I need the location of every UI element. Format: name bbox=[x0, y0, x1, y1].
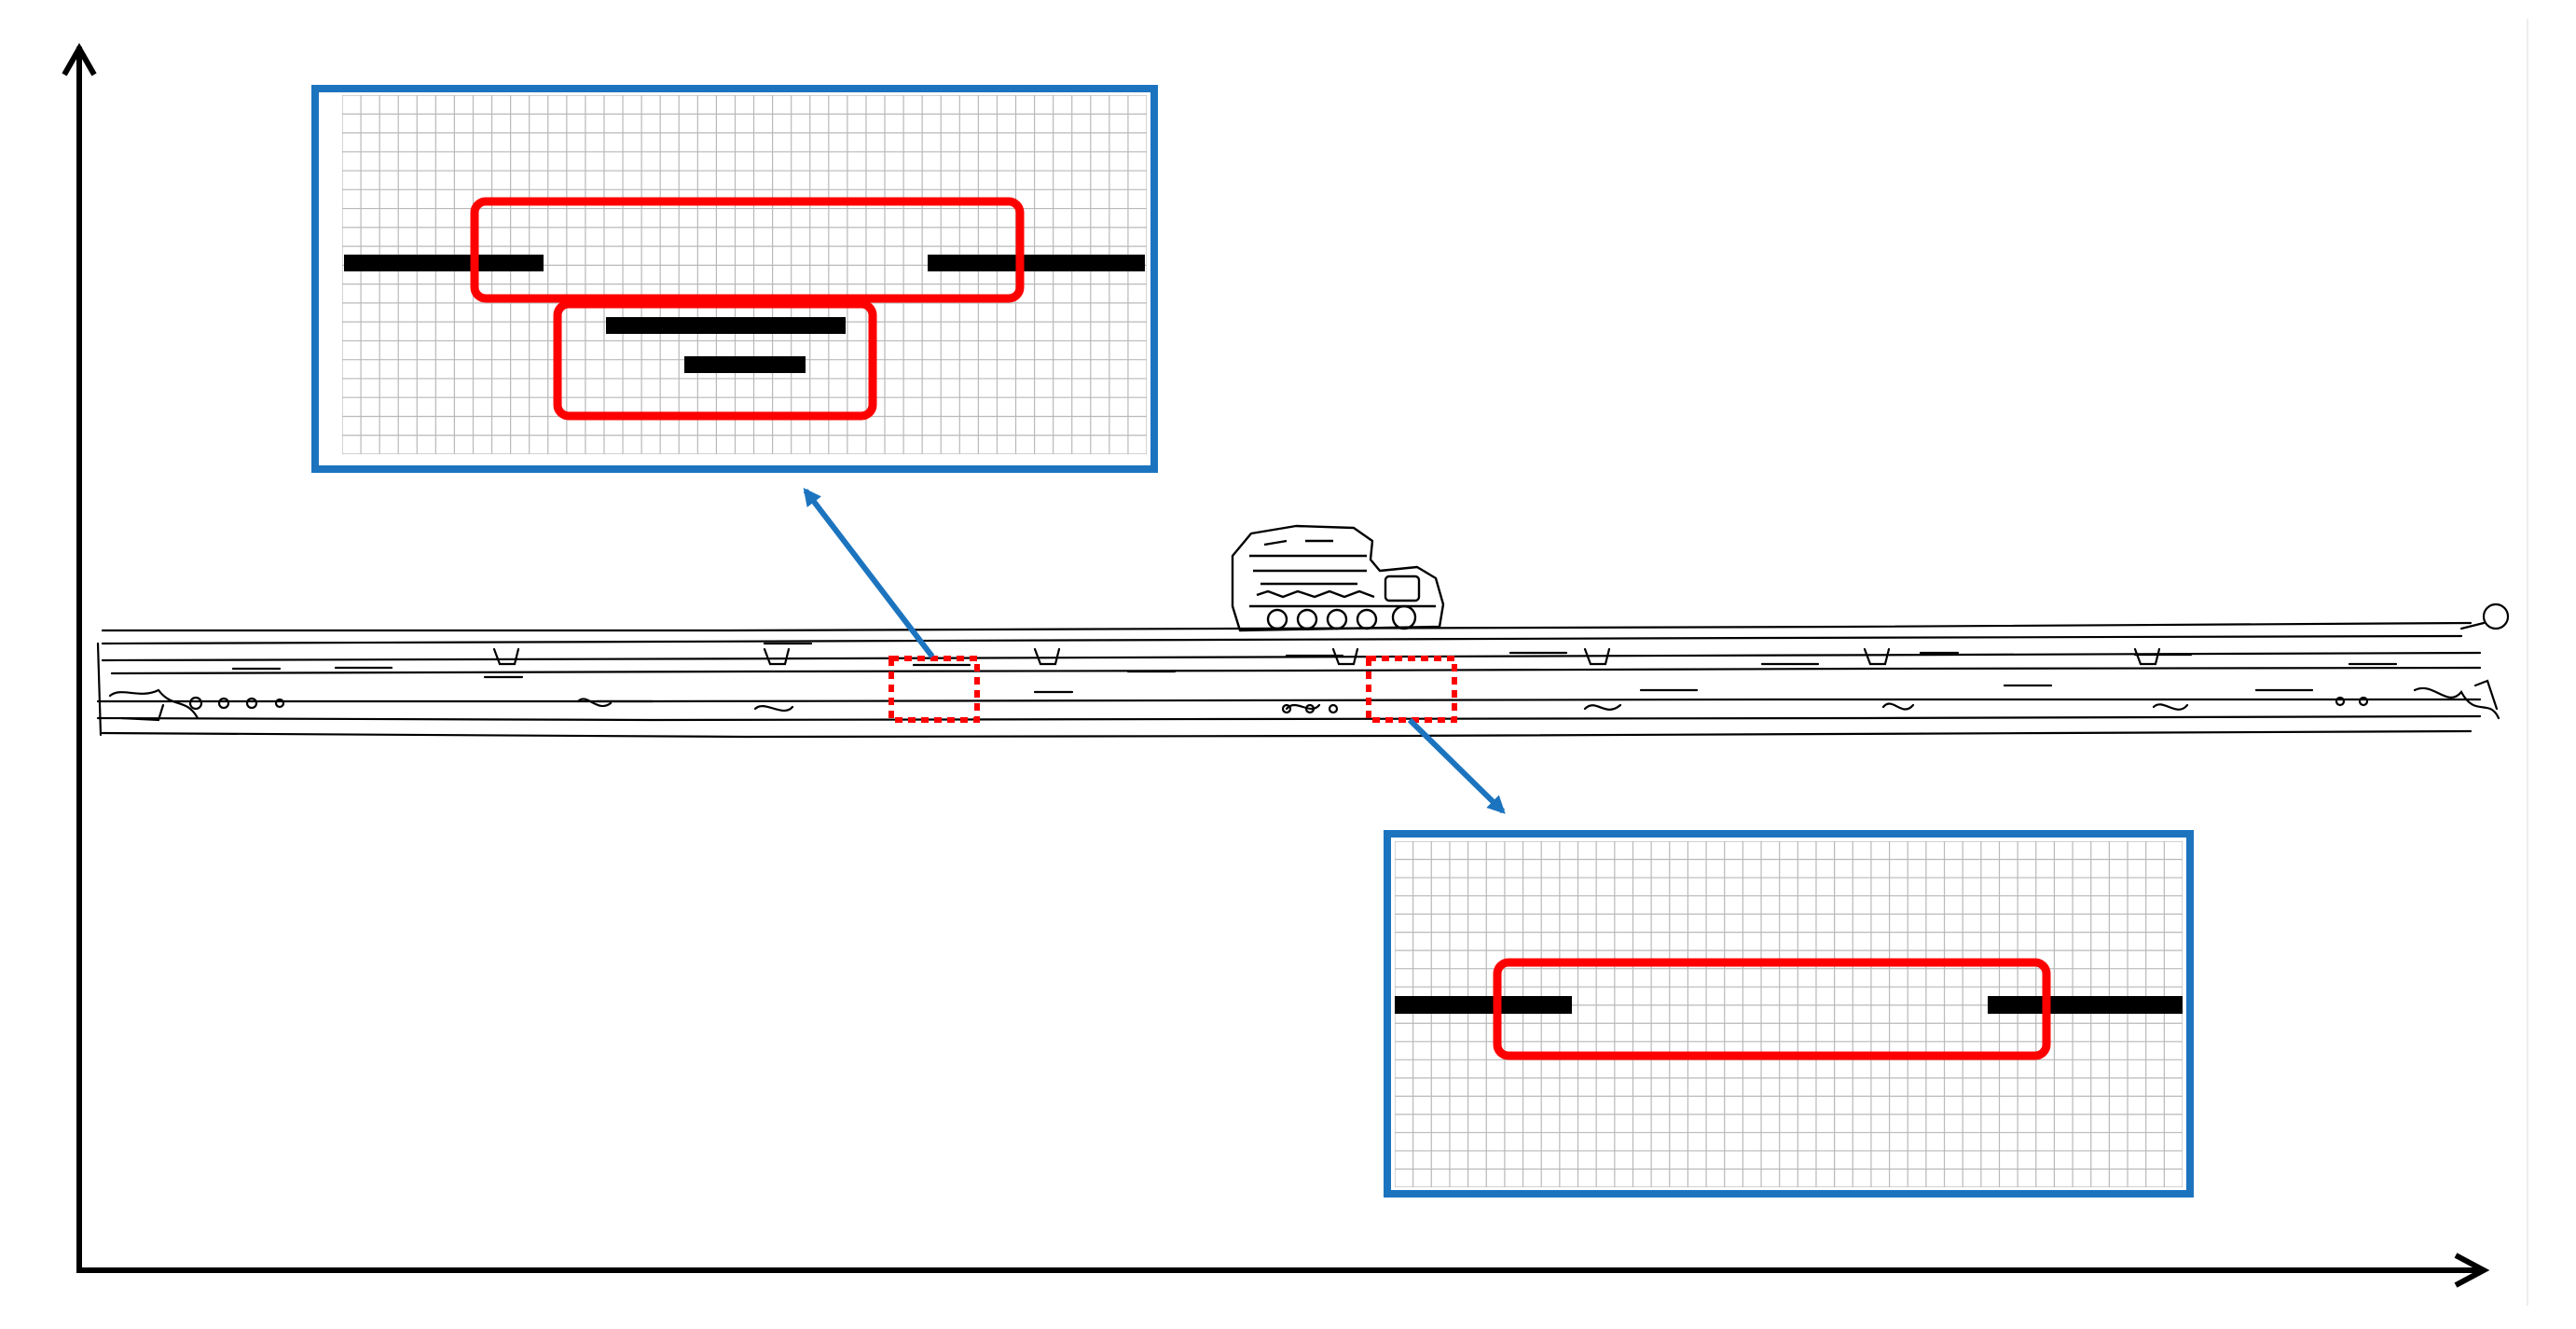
roi-right-dotted bbox=[1366, 656, 1457, 723]
edge-map bbox=[96, 602, 2510, 739]
pixel-run bbox=[1395, 996, 1572, 1014]
rail-mid-edge-2 bbox=[110, 666, 2482, 675]
small-blobs bbox=[188, 696, 2369, 714]
left-end-clutter bbox=[96, 642, 200, 737]
highlight-box-lower bbox=[553, 299, 877, 421]
highlight-box-upper bbox=[470, 197, 1025, 303]
pixel-run bbox=[606, 317, 846, 334]
rail-lower-edge-2 bbox=[96, 714, 2482, 722]
rail-bottom-edge bbox=[101, 729, 2473, 739]
right-end-clutter bbox=[2413, 679, 2500, 720]
sleeper-marks bbox=[492, 647, 2161, 666]
callout-arrow-top-icon bbox=[803, 487, 935, 658]
roi-left-dotted bbox=[889, 656, 980, 723]
inset-bottom-pixels bbox=[1395, 996, 2183, 1014]
inset-bottom bbox=[1384, 830, 2194, 1197]
image-right-border bbox=[2527, 19, 2528, 1306]
inset-top-grid bbox=[342, 95, 1147, 454]
pixel-run bbox=[344, 255, 544, 271]
pixel-run bbox=[1988, 996, 2183, 1014]
x-axis-arrow-icon bbox=[2454, 1253, 2490, 1288]
inset-bottom-grid bbox=[1395, 841, 2183, 1187]
y-axis-arrow-icon bbox=[62, 42, 97, 76]
rail-top-edge bbox=[101, 621, 2473, 632]
callout-arrow-bottom-icon bbox=[1407, 717, 1506, 814]
highlight-box-bottom bbox=[1493, 958, 2051, 1060]
rail-lower-edge bbox=[96, 698, 2482, 703]
tracked-vehicle-icon bbox=[1231, 524, 1445, 632]
pixel-run bbox=[684, 356, 806, 373]
pixel-run bbox=[928, 255, 1145, 271]
inset-top bbox=[311, 85, 1158, 473]
axes bbox=[62, 42, 2490, 1288]
signal-marker bbox=[2482, 602, 2510, 630]
rail-top-edge-2 bbox=[101, 634, 2463, 645]
inset-top-pixels bbox=[344, 255, 1145, 373]
